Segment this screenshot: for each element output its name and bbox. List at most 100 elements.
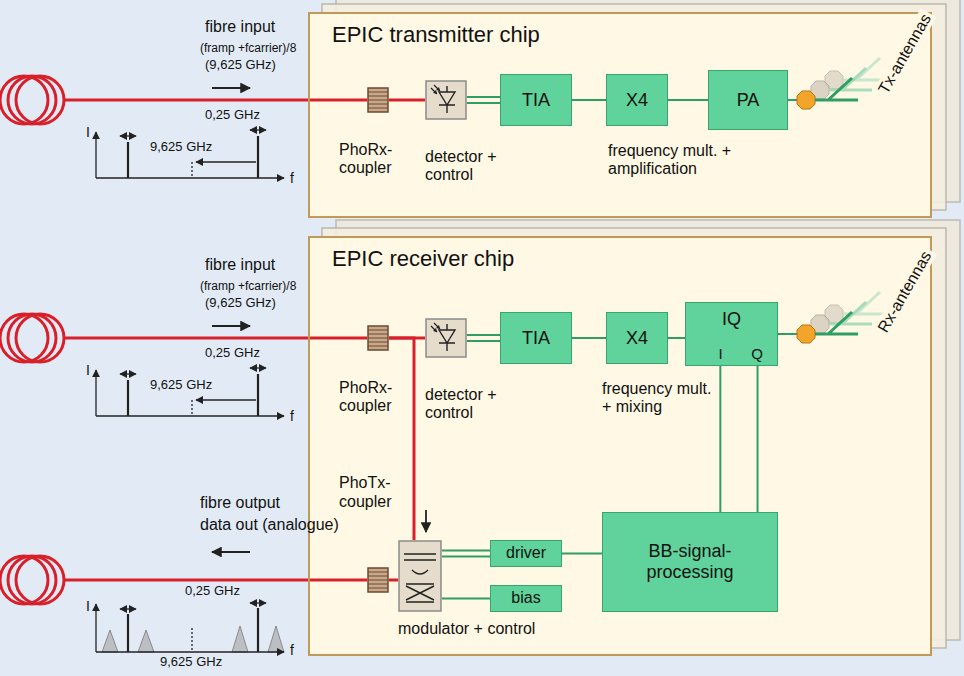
spectrum-inset [196, 399, 256, 400]
electrical-wire [572, 99, 606, 101]
photodetector [431, 85, 440, 94]
electrical-wire [757, 366, 758, 512]
optical-waveguide [389, 99, 425, 102]
fibre-coil [16, 76, 64, 124]
fibre-coil [64, 337, 367, 340]
photodetector [433, 325, 440, 332]
chip-stack [308, 0, 960, 656]
node-label: I [718, 345, 722, 362]
annotation: 0,25 GHz [185, 584, 240, 599]
modulator [406, 584, 434, 602]
electrical-wire [442, 598, 490, 600]
electrical-wire [467, 334, 500, 336]
annotation: fibre input [205, 18, 275, 36]
annotation: f [290, 408, 294, 424]
electrical-wire [668, 337, 685, 339]
optical-waveguide [389, 338, 414, 540]
spectrum-inset [127, 614, 129, 652]
antenna [778, 333, 797, 335]
antenna [797, 325, 815, 343]
spectrum-inset [120, 135, 136, 136]
annotation: (framp +fcarrier)/8 [200, 42, 296, 56]
annotation: frequency mult. + mixing [600, 380, 719, 417]
modulator [404, 554, 436, 560]
spectrum-inset [96, 415, 284, 416]
direction-arrow [212, 325, 250, 327]
annotation: (framp +fcarrier)/8 [200, 280, 296, 294]
photodetector [431, 323, 440, 332]
process-box: BB-signal- processing [602, 512, 778, 612]
node-label: TIA [522, 90, 550, 111]
node-label: Q [751, 345, 763, 362]
node-label: EPIC receiver chip [332, 246, 514, 271]
annotation: I [86, 362, 90, 378]
chip-outline: EPIC transmitter chipPhoRx-coupler detect… [308, 12, 932, 218]
annotation: I [86, 598, 90, 614]
node-label: EPIC transmitter chip [332, 22, 540, 47]
chip-outline: EPIC receiver chipPhoRx-couplerdetector … [308, 236, 932, 656]
annotation: I [86, 124, 90, 140]
process-box: driver [490, 540, 562, 567]
node-label: PhoRx-coupler [339, 141, 409, 178]
node-label: bias [511, 589, 540, 607]
node-label: modulator + control [398, 620, 535, 638]
electrical-wire [442, 550, 490, 552]
antenna [788, 99, 797, 101]
mixer-box: IQIQ [685, 302, 778, 366]
coupler [368, 330, 388, 346]
direction-arrow [212, 551, 250, 553]
electrical-wire [668, 99, 708, 101]
spectrum-inset [120, 608, 136, 609]
direction-arrow [212, 87, 250, 89]
spectrum-inset [120, 373, 136, 374]
process-box: TIA [500, 312, 572, 364]
spectrum-inset [191, 628, 192, 652]
annotation: 9,625 GHz [150, 140, 212, 155]
electrical-wire [757, 366, 759, 512]
annotation: data out (analogue) [200, 516, 339, 534]
spectrum-inset [196, 161, 256, 162]
coupler [367, 325, 389, 351]
electrical-wire [562, 553, 602, 555]
modulator: modulator + control [398, 540, 442, 612]
spectrum-inset [257, 608, 259, 652]
antenna-label: Rx-antennas [873, 246, 937, 339]
process-box: bias [490, 585, 562, 612]
annotation: (9,625 GHz) [205, 296, 276, 311]
node-label: TIA [522, 328, 550, 349]
coupler [367, 567, 389, 593]
antenna [825, 292, 886, 323]
spectrum-inset [250, 367, 266, 368]
annotation: 0,25 GHz [205, 346, 260, 361]
spectrum-inset [257, 374, 259, 416]
spectrum-inset [102, 626, 284, 652]
electrical-wire [572, 100, 606, 101]
coupler: PhoRx-coupler [367, 325, 389, 351]
node-label: PA [737, 90, 760, 111]
electrical-wire [668, 100, 708, 101]
electrical-wire [467, 96, 500, 98]
photodetector [425, 318, 467, 358]
optical-waveguide [389, 100, 425, 101]
annotation: fibre input [205, 256, 275, 274]
spectrum-inset [191, 162, 192, 178]
annotation: 0,25 GHz [205, 108, 260, 123]
direction-arrow [212, 88, 426, 552]
node-label: IQ [686, 309, 777, 330]
electrical-wire [442, 551, 490, 557]
node-label: X4 [626, 90, 648, 111]
node-label: detector + control [425, 148, 505, 185]
electrical-wire [562, 553, 602, 554]
coupler [368, 92, 388, 108]
process-box: TIA [500, 74, 572, 126]
spectrum-inset [127, 380, 129, 416]
annotation: 9,625 GHz [160, 655, 222, 670]
spectrum-inset [257, 136, 259, 178]
coupler: PhoRx-coupler [367, 87, 389, 113]
spectrum-inset [96, 651, 284, 652]
photodetector [425, 80, 467, 120]
optical-waveguide [389, 580, 398, 581]
coupler [368, 88, 388, 112]
